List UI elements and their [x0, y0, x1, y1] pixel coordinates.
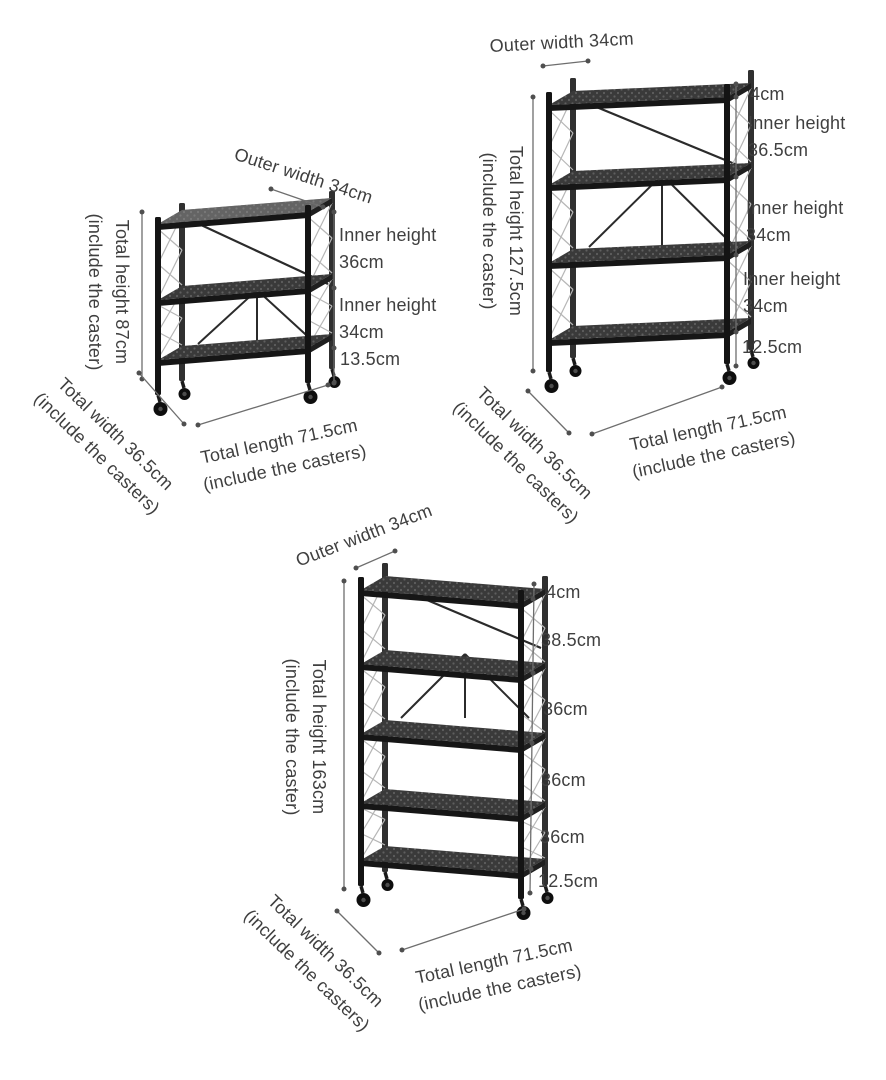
inner-height-label: 38.5cm [541, 630, 602, 650]
inner-height-value: 34cm [743, 296, 788, 316]
caster-height-label: 12.5cm [538, 871, 599, 891]
total-height-value: Total height 163cm [309, 659, 329, 815]
inner-height-text: Inner height [339, 295, 437, 315]
caster-height-label: 12.5cm [742, 337, 803, 357]
inner-height-label: Inner height 34cm [743, 266, 840, 320]
rack-4-tier-drawing [544, 70, 760, 393]
inner-height-label: Inner height 34cm [746, 195, 843, 249]
inner-height-text: Inner height [339, 225, 437, 245]
inner-height-label: 36cm [541, 770, 586, 790]
rack-3-tier-drawing [153, 191, 341, 416]
total-height-note: (include the caster) [479, 152, 499, 310]
inner-height-label: Inner height 36.5cm [748, 110, 845, 164]
dimension-lines [136, 58, 739, 956]
total-height-value: Total height 127.5cm [506, 145, 526, 317]
inner-height-value: 36cm [339, 252, 384, 272]
inner-height-label: 36cm [540, 827, 585, 847]
total-height-label: Total height 127.5cm (include the caster… [475, 146, 529, 316]
inner-height-label: Inner height 34cm [339, 292, 436, 346]
inner-height-text: Inner height [748, 113, 846, 133]
top-gap-label: 4cm [750, 84, 785, 104]
total-height-label: Total height 163cm (include the caster) [278, 658, 332, 815]
total-height-note: (include the caster) [85, 213, 105, 371]
rack-5-tier-drawing [356, 563, 554, 920]
inner-height-value: 34cm [746, 225, 791, 245]
total-height-value: Total height 87cm [112, 219, 132, 365]
inner-height-label: Inner height 36cm [339, 222, 436, 276]
inner-height-label: 36cm [543, 699, 588, 719]
total-height-note: (include the caster) [282, 658, 302, 816]
inner-height-value: 34cm [339, 322, 384, 342]
inner-height-text: Inner height [746, 198, 844, 218]
top-gap-label: 4cm [546, 582, 581, 602]
inner-height-value: 36.5cm [748, 140, 809, 160]
caster-height-label: 13.5cm [340, 349, 401, 369]
total-height-label: Total height 87cm (include the caster) [81, 213, 135, 370]
inner-height-text: Inner height [743, 269, 841, 289]
